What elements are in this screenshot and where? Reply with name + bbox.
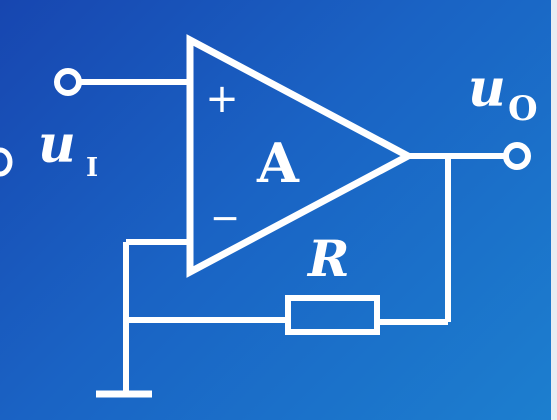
left-partial-terminal: [0, 147, 13, 177]
output-voltage-subscript: O: [508, 89, 538, 129]
op-amp-triangle: [186, 34, 416, 278]
resistor-label: R: [306, 229, 350, 288]
plus-sign: +: [205, 76, 239, 122]
amp-label: A: [256, 131, 300, 195]
output-terminal: [503, 142, 531, 170]
minus-sign: −: [210, 198, 240, 239]
input-voltage-label: u: [38, 114, 76, 175]
resistor-symbol: [285, 295, 380, 335]
input-terminal: [54, 68, 82, 96]
page-edge: [551, 0, 557, 420]
output-voltage-label: u: [468, 58, 506, 119]
input-voltage-subscript: I: [86, 153, 98, 183]
